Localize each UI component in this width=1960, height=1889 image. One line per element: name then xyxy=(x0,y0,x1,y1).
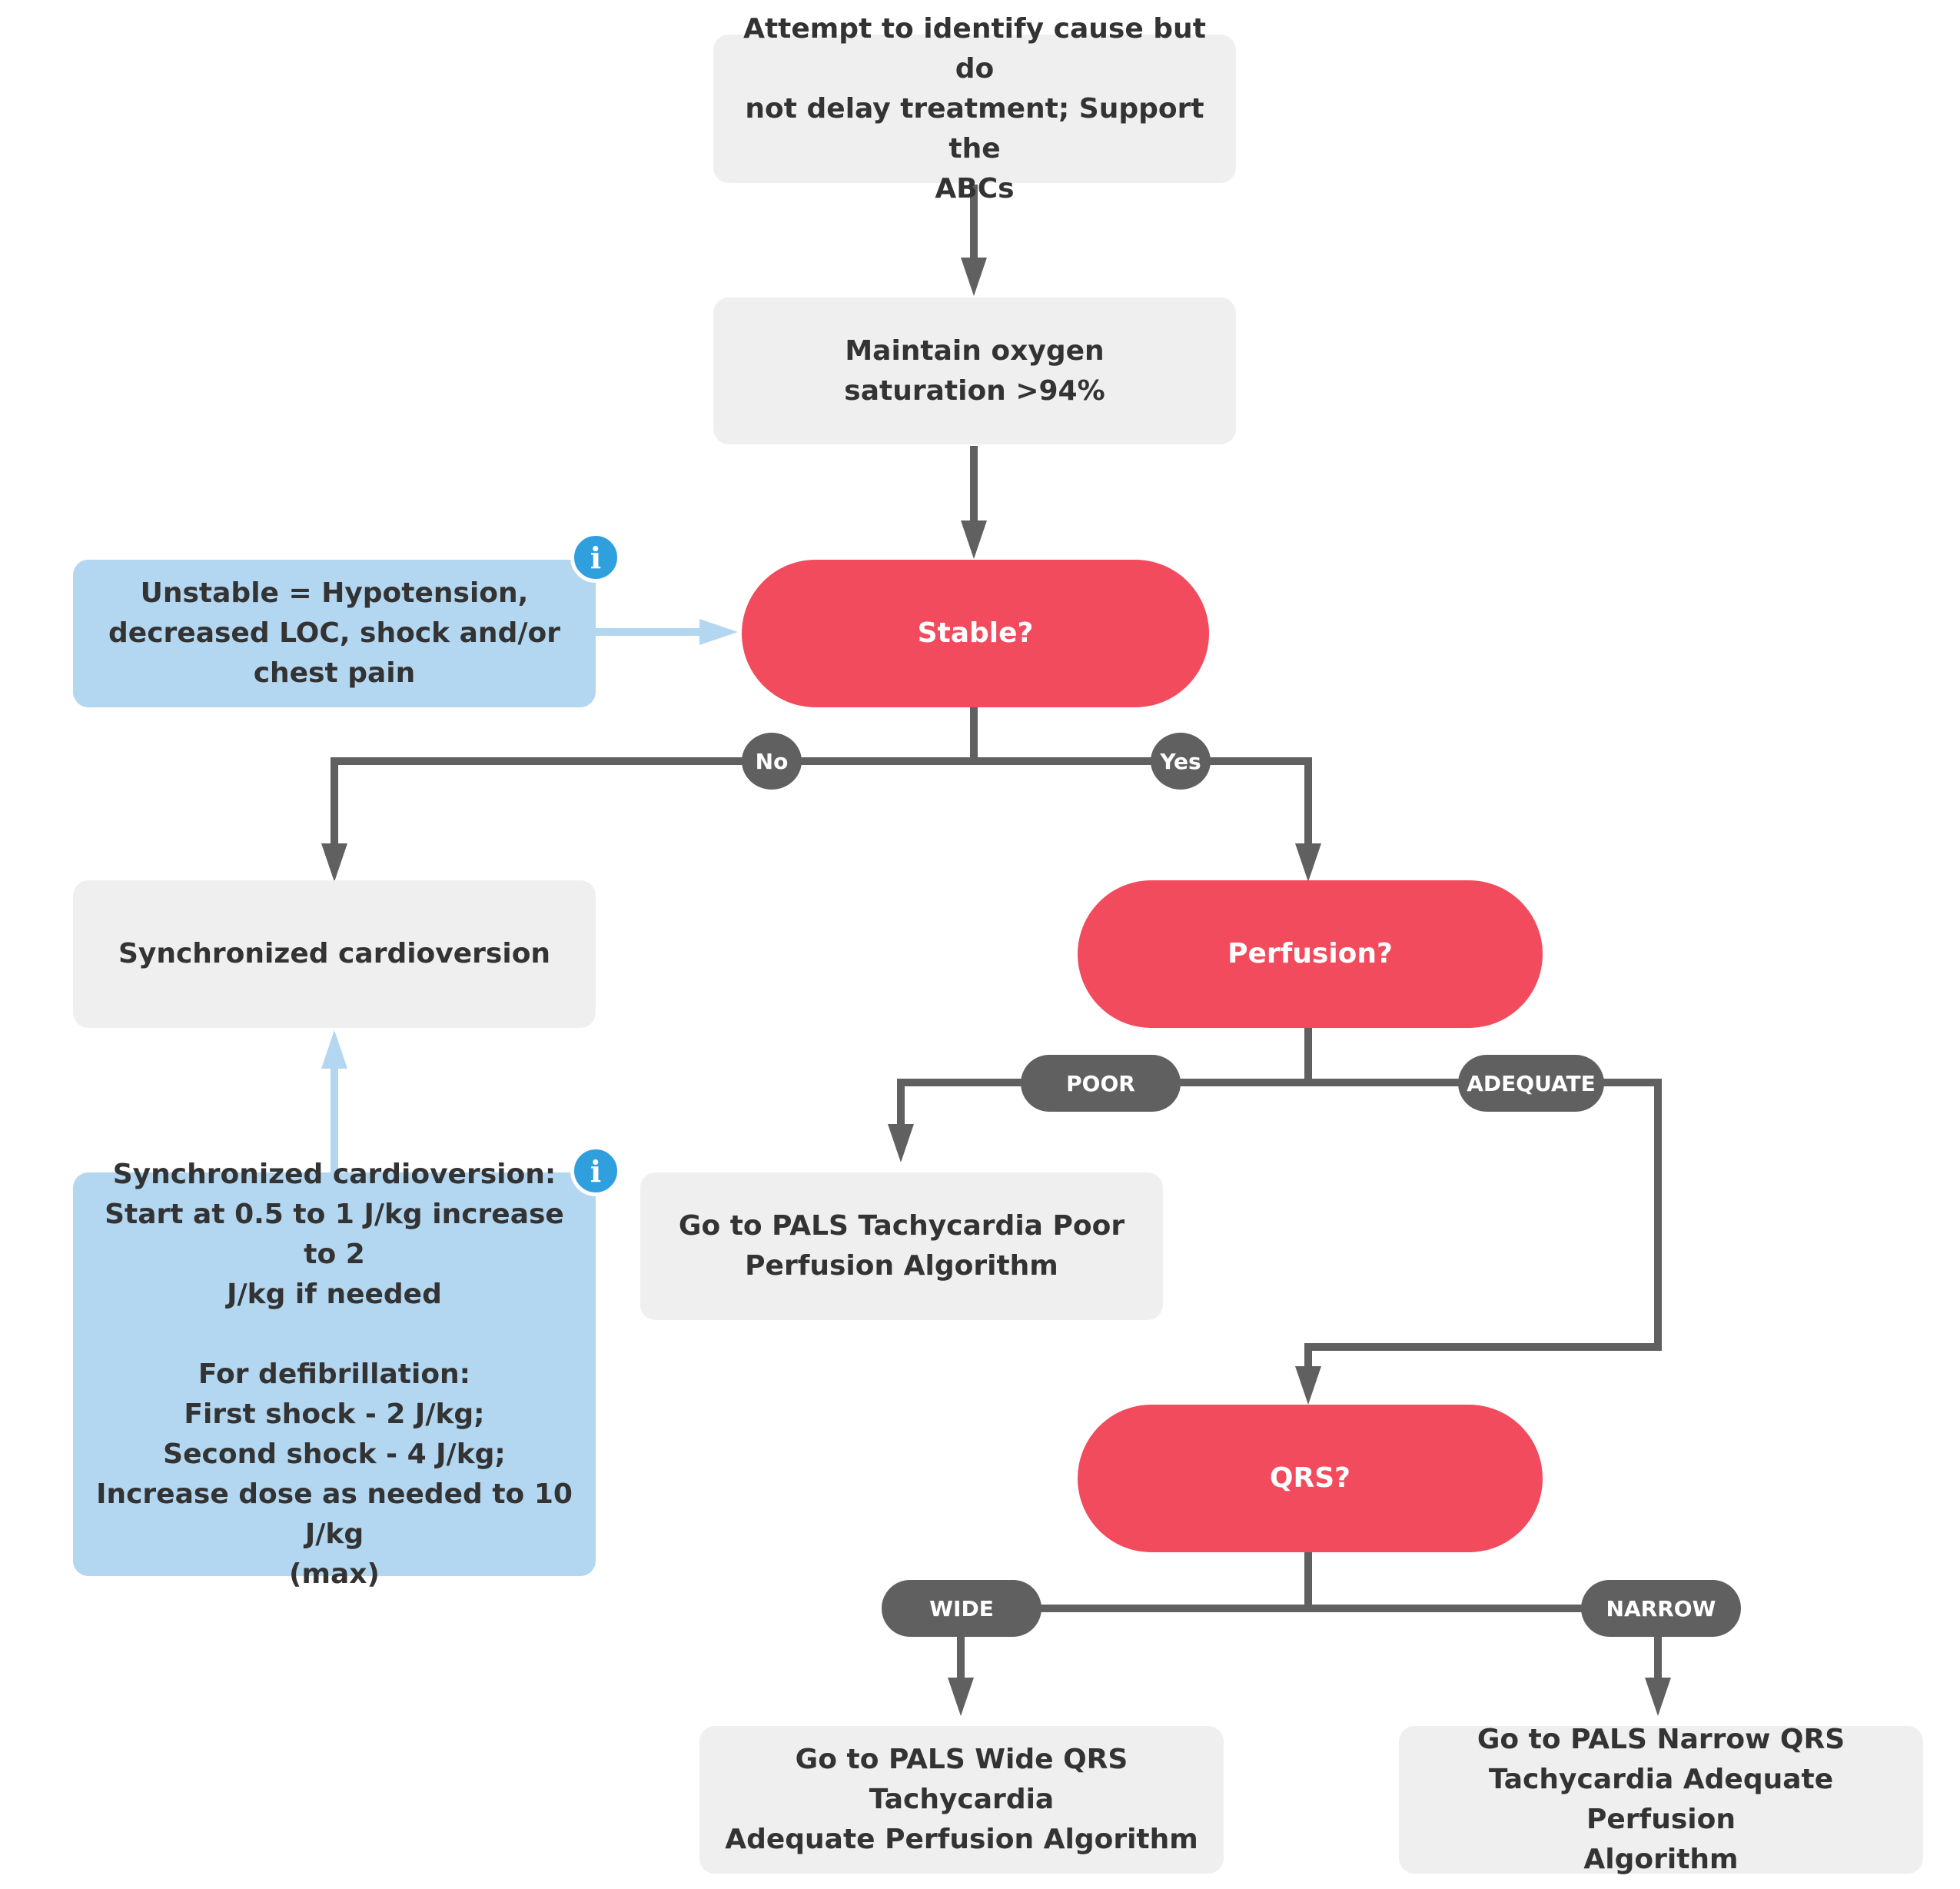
info-arrowhead-stable xyxy=(699,619,738,645)
perfusion-text: Perfusion? xyxy=(1227,938,1393,969)
cardioversion-text: Synchronized cardioversion xyxy=(118,938,551,969)
cardioversion-box: Synchronized cardioversion xyxy=(73,880,596,1028)
poor-perfusion-text: Go to PALS Tachycardia Poor Perfusion Al… xyxy=(678,1210,1125,1282)
connector-stable-no xyxy=(331,707,978,846)
arrowhead-stable xyxy=(961,520,987,559)
arrowhead-qrs xyxy=(1295,1366,1321,1405)
label-adequate-text: ADEQUATE xyxy=(1467,1070,1596,1096)
dose-info-box: Synchronized cardioversion: Start at 0.5… xyxy=(73,1159,596,1590)
info-icon[interactable]: i xyxy=(570,532,621,583)
wide-qrs-box: Go to PALS Wide QRS Tachycardia Adequate… xyxy=(699,1726,1224,1874)
arrowhead-perfusion xyxy=(1295,843,1321,882)
arrowhead-oxygen xyxy=(961,258,987,296)
label-wide-text: WIDE xyxy=(929,1595,994,1621)
info-icon-glyph: i xyxy=(590,1153,602,1189)
stable-decision: Stable? xyxy=(742,560,1209,707)
unstable-info-text: Unstable = Hypotension, decreased LOC, s… xyxy=(108,577,560,689)
arrowhead-poor-perfusion xyxy=(888,1124,914,1162)
label-poor: POOR xyxy=(1021,1055,1181,1112)
label-yes: Yes xyxy=(1151,733,1211,790)
info-icon-glyph: i xyxy=(590,540,602,575)
label-narrow-text: NARROW xyxy=(1606,1595,1716,1621)
connector-perfusion-adequate xyxy=(1304,1079,1662,1369)
label-no-text: No xyxy=(755,748,789,774)
cause-text: Attempt to identify cause but do not del… xyxy=(743,12,1206,205)
info-icon[interactable]: i xyxy=(570,1146,621,1196)
cause-box: Attempt to identify cause but do not del… xyxy=(713,13,1236,205)
arrowhead-cardioversion xyxy=(321,843,347,882)
label-poor-text: POOR xyxy=(1066,1070,1135,1096)
qrs-decision: QRS? xyxy=(1078,1405,1543,1552)
connector-stable-yes xyxy=(974,757,1312,846)
label-narrow: NARROW xyxy=(1581,1580,1741,1637)
dose-info-text: Synchronized cardioversion: Start at 0.5… xyxy=(96,1158,573,1590)
connector-qrs-wide xyxy=(957,1551,1312,1680)
poor-perfusion-box: Go to PALS Tachycardia Poor Perfusion Al… xyxy=(640,1172,1163,1320)
stable-text: Stable? xyxy=(917,617,1034,649)
label-wide: WIDE xyxy=(882,1580,1041,1637)
label-no: No xyxy=(742,733,802,790)
unstable-info-box: Unstable = Hypotension, decreased LOC, s… xyxy=(73,560,596,707)
label-yes-text: Yes xyxy=(1160,748,1201,774)
info-arrowhead-cardioversion xyxy=(321,1030,347,1069)
narrow-qrs-box: Go to PALS Narrow QRS Tachycardia Adequa… xyxy=(1399,1724,1923,1875)
oxygen-text: Maintain oxygen saturation >94% xyxy=(844,334,1105,407)
arrowhead-narrow-qrs xyxy=(1645,1678,1671,1716)
narrow-qrs-text: Go to PALS Narrow QRS Tachycardia Adequa… xyxy=(1477,1724,1845,1875)
qrs-text: QRS? xyxy=(1269,1462,1351,1494)
arrowhead-wide-qrs xyxy=(948,1678,974,1716)
wide-qrs-text: Go to PALS Wide QRS Tachycardia Adequate… xyxy=(725,1744,1198,1855)
oxygen-box: Maintain oxygen saturation >94% xyxy=(713,298,1236,444)
label-adequate: ADEQUATE xyxy=(1458,1055,1604,1112)
perfusion-decision: Perfusion? xyxy=(1078,880,1543,1028)
